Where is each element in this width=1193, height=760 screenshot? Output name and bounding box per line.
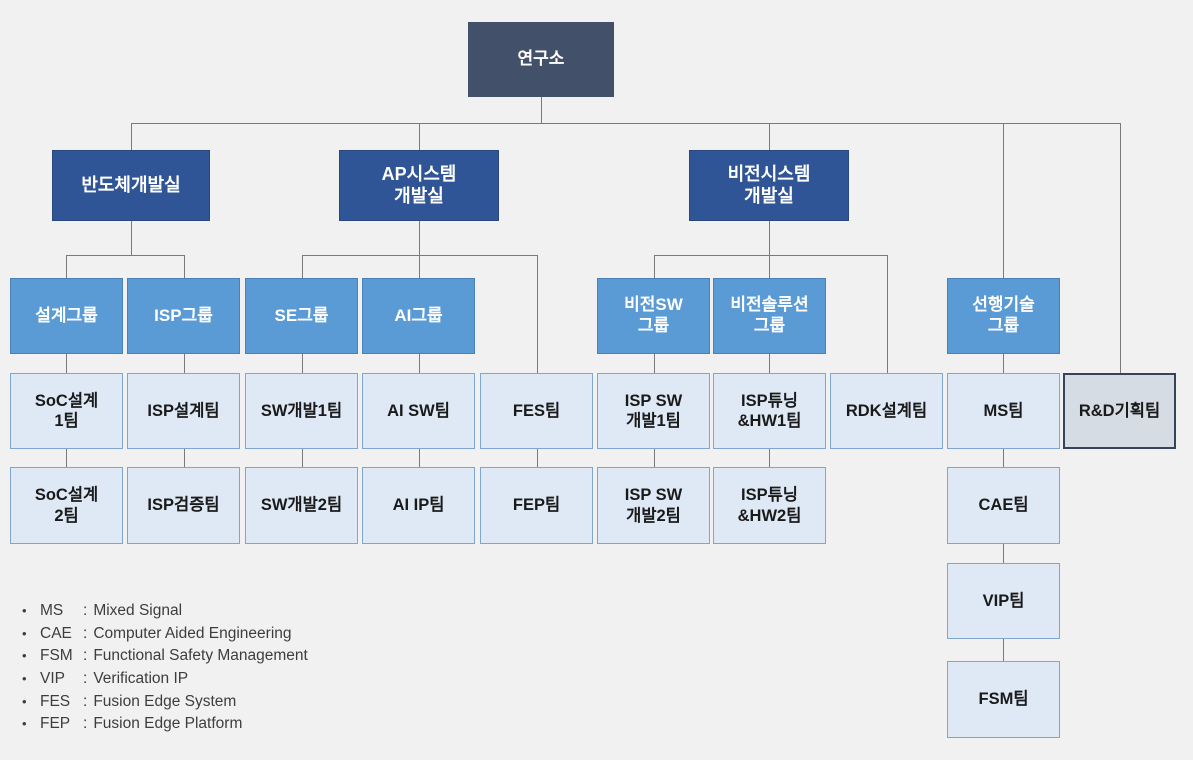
legend-definition: Mixed Signal [93,602,183,619]
connector-line [769,221,770,255]
bullet-icon: • [22,603,27,618]
connector-line [1003,639,1004,661]
legend-item: • FES : Fusion Edge System [22,693,308,716]
connector-line [419,255,420,278]
org-node-group-advanced-tech: 선행기술 그룹 [947,278,1060,354]
org-node-team-vip: VIP팀 [947,563,1060,639]
org-node-group-ai: AI그룹 [362,278,475,354]
org-node-team-ms: MS팀 [947,373,1060,449]
connector-line [1003,544,1004,563]
connector-line [131,123,132,150]
legend-separator: : [83,692,88,710]
connector-line [1003,449,1004,467]
connector-line [302,449,303,467]
connector-line [769,354,770,373]
org-node-team-rdk-design: RDK설계팀 [830,373,943,449]
connector-line [1003,354,1004,373]
legend-item: • FSM : Functional Safety Management [22,647,308,670]
legend-item: • CAE : Computer Aided Engineering [22,625,308,648]
org-node-group-isp: ISP그룹 [127,278,240,354]
connector-line [302,354,303,373]
connector-line [419,221,420,255]
org-node-team-fes: FES팀 [480,373,593,449]
connector-line [184,449,185,467]
connector-line [419,354,420,373]
connector-line [302,255,303,278]
legend-separator: : [83,670,88,688]
legend-separator: : [83,602,88,619]
bullet-icon: • [22,693,27,709]
connector-line [66,354,67,373]
connector-line [654,255,655,278]
org-node-team-sw-dev-2: SW개발2팀 [245,467,358,544]
org-node-division-ap-system: AP시스템 개발실 [339,150,499,221]
connector-line [537,449,538,467]
legend-definition: Verification IP [93,670,189,688]
connector-line [1003,123,1004,278]
connector-line [184,255,185,278]
org-node-group-se: SE그룹 [245,278,358,354]
connector-line [419,449,420,467]
legend-definition: Fusion Edge Platform [93,715,243,733]
org-node-team-sw-dev-1: SW개발1팀 [245,373,358,449]
org-node-team-isp-tuning-hw-1: ISP튜닝 &HW1팀 [713,373,826,449]
org-node-team-soc-design-2: SoC설계 2팀 [10,467,123,544]
legend-abbr: VIP [40,670,65,688]
org-node-division-vision-system: 비전시스템 개발실 [689,150,849,221]
org-node-group-vision-solution: 비전솔루션 그룹 [713,278,826,354]
legend-separator: : [83,624,88,642]
org-node-team-fep: FEP팀 [480,467,593,544]
legend: • MS : Mixed Signal • CAE : Computer Aid… [22,602,308,738]
bullet-icon: • [22,625,27,641]
bullet-icon: • [22,716,27,732]
legend-abbr: FES [40,692,71,710]
org-node-team-isp-sw-dev-2: ISP SW 개발2팀 [597,467,710,544]
legend-abbr: MS [40,602,64,619]
connector-line [419,123,420,150]
org-node-research-center: 연구소 [468,22,614,97]
connector-line [66,255,67,278]
legend-item: • FEP : Fusion Edge Platform [22,715,308,738]
legend-definition: Functional Safety Management [93,647,308,665]
legend-item: • VIP : Verification IP [22,670,308,693]
legend-definition: Computer Aided Engineering [93,624,292,642]
org-node-team-isp-sw-dev-1: ISP SW 개발1팀 [597,373,710,449]
legend-abbr: FSM [40,647,73,665]
org-node-team-isp-verification: ISP검증팀 [127,467,240,544]
connector-line [887,255,888,373]
legend-separator: : [83,647,88,665]
org-node-group-vision-sw: 비전SW 그룹 [597,278,710,354]
connector-line [769,449,770,467]
org-node-team-ai-sw: AI SW팀 [362,373,475,449]
connector-line [769,123,770,150]
legend-item: • MS : Mixed Signal [22,602,308,625]
legend-definition: Fusion Edge System [93,692,237,710]
connector-line [769,255,770,278]
connector-line [66,255,184,256]
connector-line [66,449,67,467]
bullet-icon: • [22,648,27,664]
connector-line [537,255,538,373]
connector-line [654,449,655,467]
org-node-team-isp-design: ISP설계팀 [127,373,240,449]
connector-line [1120,123,1121,373]
org-node-team-isp-tuning-hw-2: ISP튜닝 &HW2팀 [713,467,826,544]
legend-separator: : [83,715,88,733]
legend-abbr: CAE [40,624,72,642]
org-node-team-ai-ip: AI IP팀 [362,467,475,544]
connector-line [131,123,1121,124]
connector-line [654,255,887,256]
org-node-team-soc-design-1: SoC설계 1팀 [10,373,123,449]
org-node-team-cae: CAE팀 [947,467,1060,544]
org-node-team-rnd-planning: R&D기획팀 [1063,373,1176,449]
org-node-group-design: 설계그룹 [10,278,123,354]
bullet-icon: • [22,671,27,687]
connector-line [541,97,542,123]
legend-abbr: FEP [40,715,71,733]
org-node-division-semiconductor: 반도체개발실 [52,150,210,221]
connector-line [131,221,132,255]
connector-line [184,354,185,373]
org-node-team-fsm: FSM팀 [947,661,1060,738]
connector-line [654,354,655,373]
